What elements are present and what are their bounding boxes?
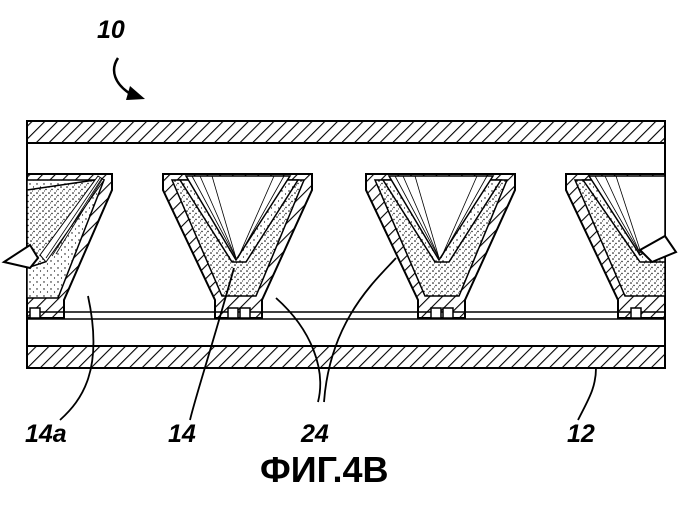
shaped-charge-14a xyxy=(4,174,112,318)
leader-24-b xyxy=(324,258,396,402)
label-device-10: 10 xyxy=(97,18,125,43)
label-part-24: 24 xyxy=(301,422,329,447)
arrow-10-head xyxy=(126,86,145,100)
shaped-charge-14 xyxy=(163,174,312,318)
tube-wall-top xyxy=(27,121,665,143)
tube-wall-bottom xyxy=(27,346,665,368)
figure-caption: ФИГ.4В xyxy=(260,452,389,488)
leader-12 xyxy=(578,368,596,420)
shaped-charge-24 xyxy=(366,174,515,318)
label-part-14a: 14a xyxy=(25,422,67,447)
shaped-charge-right xyxy=(566,174,676,318)
label-part-14: 14 xyxy=(168,422,196,447)
label-part-12: 12 xyxy=(567,422,595,447)
